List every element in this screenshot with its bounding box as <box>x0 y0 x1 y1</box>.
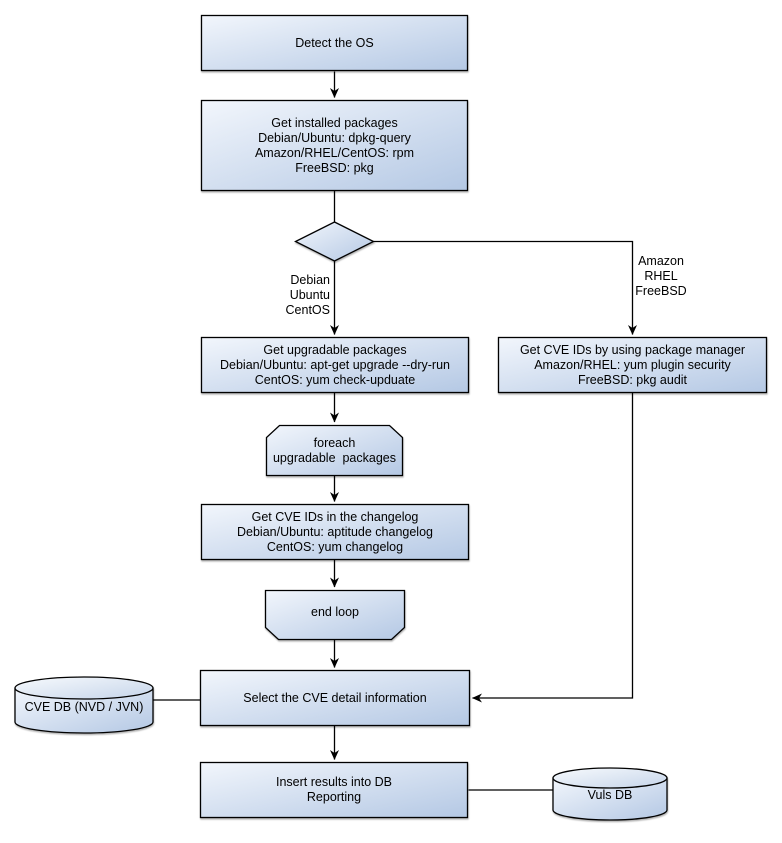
process-get-cve-pkgmgr-shape <box>497 336 768 394</box>
database-vulsdb-body <box>552 778 668 821</box>
database-vulsdb-rim <box>552 767 668 789</box>
process-get-upgradable-shape <box>200 336 470 394</box>
nodes-group <box>14 14 768 821</box>
process-select-cve-shape <box>199 669 471 727</box>
process-get-installed-shape <box>200 99 469 192</box>
process-detect-os-shape <box>200 14 469 72</box>
edge-pkgmgr-to-select <box>472 392 634 703</box>
edges-group <box>153 71 637 791</box>
edge-decision-to-pkgmgr <box>373 240 637 335</box>
process-insert-results-shape <box>199 761 469 819</box>
loop-end-shape <box>264 589 406 641</box>
decision-os-shape <box>294 221 375 262</box>
database-cvedb-body <box>14 688 154 734</box>
process-get-cve-changelog-shape <box>200 503 470 561</box>
database-cvedb-rim <box>14 676 154 700</box>
loop-start-foreach-shape <box>265 424 404 477</box>
